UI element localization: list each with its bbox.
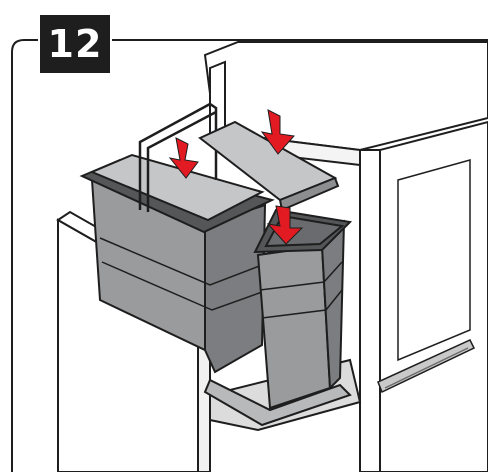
right-bin-base: [203, 378, 352, 427]
down-arrow-icon: [266, 205, 304, 245]
step-number-badge: 12: [40, 15, 110, 73]
left-bin-band-1: [99, 237, 263, 286]
runner-rail-inner: [384, 347, 469, 389]
down-arrow-icon: [260, 109, 295, 155]
left-bin-side: [204, 203, 267, 374]
left-bin-lid: [89, 153, 265, 222]
cabinet-inner-recess: [397, 159, 471, 362]
cabinet-inner-back: [379, 120, 488, 472]
right-bin: [203, 208, 353, 427]
right-bin-band-1: [259, 261, 343, 291]
left-bin-band-2: [101, 261, 263, 311]
right-bin-front: [256, 244, 332, 410]
down-arrow-icon: [168, 137, 199, 179]
drawer-runner: [377, 339, 476, 394]
left-bin: [79, 153, 275, 374]
step-frame: [11, 39, 488, 472]
cabinet-side-front: [359, 149, 381, 472]
back-lid: [198, 120, 340, 212]
down-arrow-icon: [168, 137, 199, 179]
right-bin-band-2: [261, 289, 343, 319]
